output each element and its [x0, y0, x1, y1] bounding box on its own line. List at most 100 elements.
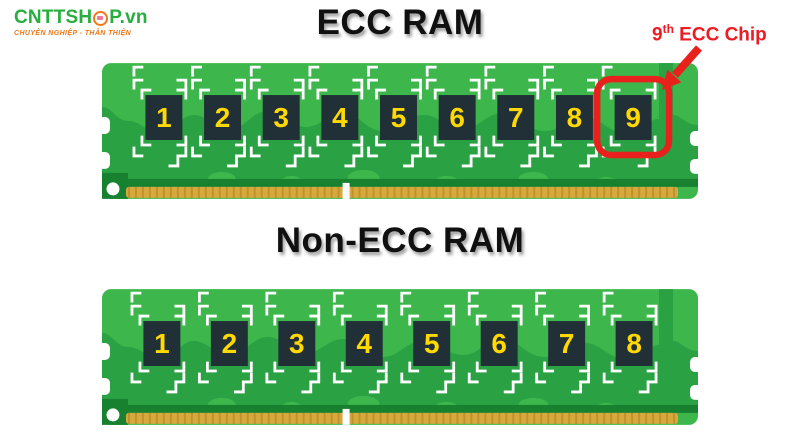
gold-edge-connector: [125, 412, 679, 424]
solder-mark-icon: [469, 88, 481, 100]
solder-mark-icon: [249, 65, 261, 77]
solder-mark-icon: [301, 382, 313, 394]
solder-mark-icon: [475, 361, 487, 373]
solder-mark-icon: [352, 135, 364, 147]
ram-chip: [210, 321, 248, 366]
solder-mark-icon: [249, 146, 261, 158]
solder-mark-icon: [316, 88, 328, 100]
key-notch: [342, 408, 350, 425]
ram-chip: [204, 95, 242, 140]
solder-mark-icon: [191, 65, 202, 77]
solder-mark-icon: [375, 88, 386, 100]
solder-mark-icon: [444, 304, 456, 316]
solder-mark-icon: [511, 314, 523, 326]
solder-mark-icon: [587, 146, 598, 158]
solder-mark-icon: [610, 314, 622, 326]
ram-chip: [614, 95, 652, 140]
chip-number: 6: [491, 328, 507, 359]
solder-mark-icon: [309, 314, 321, 326]
solder-mark-icon: [227, 156, 238, 168]
solder-mark-icon: [503, 382, 515, 394]
solder-mark-icon: [645, 135, 657, 147]
brand-tagline: CHUYÊN NGHIỆP - THÂN THIỆN: [14, 30, 132, 37]
solder-mark-icon: [411, 146, 422, 158]
solder-mark-icon: [408, 314, 420, 326]
solder-mark-icon: [467, 372, 479, 384]
solder-mark-icon: [132, 146, 144, 158]
solder-mark-icon: [433, 88, 445, 100]
left-notch: [102, 117, 110, 134]
solder-mark-icon: [340, 361, 352, 373]
solder-mark-icon: [176, 88, 188, 100]
solder-mark-icon: [191, 78, 202, 90]
solder-mark-icon: [492, 88, 504, 100]
solder-mark-icon: [367, 78, 378, 90]
solder-mark-icon: [375, 135, 386, 147]
solder-mark-icon: [241, 314, 253, 326]
solder-mark-icon: [551, 135, 562, 147]
solder-mark-icon: [205, 314, 217, 326]
solder-mark-icon: [467, 304, 479, 316]
solder-mark-icon: [138, 361, 150, 373]
solder-mark-icon: [166, 382, 178, 394]
solder-mark-icon: [332, 291, 344, 303]
solder-mark-icon: [241, 304, 253, 316]
solder-mark-icon: [309, 361, 321, 373]
solder-mark-icon: [309, 372, 321, 384]
right-notch: [690, 131, 698, 146]
solder-mark-icon: [579, 314, 591, 326]
solder-mark-icon: [520, 156, 532, 168]
solder-mark-icon: [130, 291, 142, 303]
ram-chip: [380, 95, 417, 140]
chip-number: 2: [215, 102, 231, 133]
solder-mark-icon: [638, 382, 650, 394]
solder-mark-icon: [543, 78, 554, 90]
solder-mark-icon: [646, 361, 658, 373]
solder-mark-icon: [645, 88, 657, 100]
left-notch: [102, 343, 110, 360]
solder-mark-icon: [571, 382, 583, 394]
solder-mark-icon: [484, 78, 496, 90]
solder-mark-icon: [265, 304, 277, 316]
solder-mark-icon: [543, 146, 554, 158]
right-notch: [690, 384, 698, 400]
red-arrow-icon: [662, 45, 702, 90]
ecc-chip-highlight-box: [593, 75, 673, 159]
ram-chip: [345, 321, 383, 366]
solder-mark-icon: [444, 314, 456, 326]
solder-mark-icon: [340, 314, 352, 326]
solder-mark-icon: [484, 65, 496, 77]
chip-number: 2: [222, 328, 238, 359]
solder-mark-icon: [138, 314, 150, 326]
brand-prefix: CNTTSH: [14, 7, 93, 28]
solder-mark-icon: [352, 78, 364, 90]
solder-mark-icon: [637, 156, 649, 168]
solder-mark-icon: [352, 88, 364, 100]
solder-mark-icon: [535, 372, 547, 384]
solder-mark-icon: [400, 372, 412, 384]
solder-mark-icon: [140, 135, 152, 147]
solder-mark-icon: [235, 88, 246, 100]
chip-number: 4: [332, 102, 348, 133]
solder-mark-icon: [535, 291, 547, 303]
solder-mark-icon: [601, 65, 613, 77]
solder-mark-icon: [461, 156, 473, 168]
solder-mark-icon: [198, 291, 209, 303]
solder-mark-icon: [469, 78, 481, 90]
ram-chip: [262, 95, 300, 140]
chip-number: 8: [567, 102, 583, 133]
solder-mark-icon: [130, 304, 142, 316]
solder-mark-icon: [308, 65, 320, 77]
callout-ordinal: th: [662, 22, 674, 36]
ecc-title: ECC RAM: [316, 3, 484, 42]
solder-mark-icon: [174, 361, 186, 373]
solder-mark-icon: [511, 361, 523, 373]
solder-mark-icon: [469, 135, 481, 147]
solder-mark-icon: [646, 372, 658, 384]
solder-mark-icon: [235, 78, 246, 90]
chip-number: 7: [508, 102, 524, 133]
solder-mark-icon: [265, 372, 277, 384]
left-notch: [102, 151, 110, 169]
